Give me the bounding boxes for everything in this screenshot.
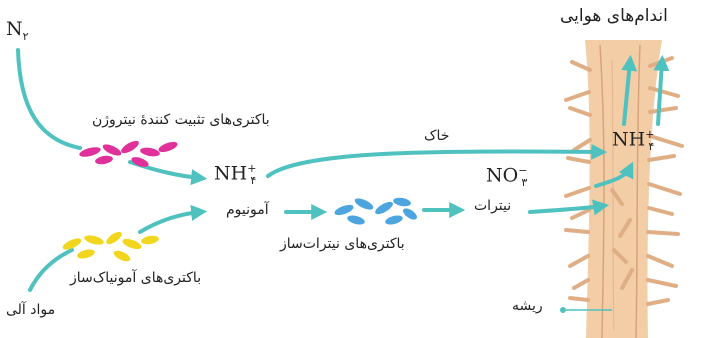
soil-label: خاک bbox=[424, 128, 450, 144]
nitrifying-bacteria bbox=[334, 197, 417, 225]
ammonifying-bacteria bbox=[62, 231, 159, 262]
nh4-subscript: ۴ bbox=[250, 174, 257, 188]
ammonifying-bacteria-label: باکتری‌های آمونیاک‌ساز bbox=[70, 270, 202, 286]
arrow-n2-to-fixing bbox=[16, 48, 82, 150]
plant-root-illustration bbox=[564, 40, 684, 338]
nitrate-label: نیترات bbox=[474, 198, 512, 214]
nh4-symbol: NH bbox=[214, 162, 248, 185]
nh4-root-subscript: ۴ bbox=[648, 140, 655, 154]
n2-subscript: ۲ bbox=[22, 29, 29, 43]
ammonium-label: آمونیوم bbox=[226, 202, 269, 218]
no3-nitrate-formula: NO−۳ bbox=[486, 164, 527, 189]
nh4-root-symbol: NH bbox=[612, 128, 646, 151]
no3-subscript: ۳ bbox=[521, 176, 528, 190]
arrow-nh4-root-upward bbox=[594, 161, 634, 188]
root-label-pointer bbox=[560, 307, 612, 313]
nitrifying-bacteria-label: باکتری‌های نیترات‌ساز bbox=[280, 236, 405, 252]
nh4-root-charge: + bbox=[645, 128, 655, 141]
arrow-nitrate-to-root bbox=[528, 199, 610, 216]
arrow-ammonifying-to-ammonium bbox=[138, 204, 208, 234]
arrow-organic-to-ammonifying bbox=[28, 248, 74, 292]
no3-charge: − bbox=[518, 164, 528, 177]
organic-matter-label: مواد آلی bbox=[6, 302, 56, 318]
fixing-bacteria-label: باکتری‌های تثبیت کنندهٔ نیتروژن bbox=[92, 112, 270, 128]
arrow-root-up-right bbox=[653, 54, 670, 126]
n2-label: N۲ bbox=[6, 18, 29, 43]
nitrogen-fixing-bacteria bbox=[79, 140, 178, 167]
aerial-organs-label: اندام‌های هوایی bbox=[560, 6, 668, 26]
n2-symbol: N bbox=[6, 18, 23, 40]
no3-symbol: NO bbox=[486, 164, 519, 187]
nh4-root-formula: NH+۴ bbox=[612, 128, 654, 153]
arrow-nh4-to-root bbox=[266, 143, 608, 178]
arrow-root-up-left bbox=[621, 54, 638, 126]
nh4-charge: + bbox=[247, 162, 257, 175]
nh4-ammonium-formula: NH+۴ bbox=[214, 162, 256, 187]
root-label: ریشه bbox=[512, 298, 543, 314]
